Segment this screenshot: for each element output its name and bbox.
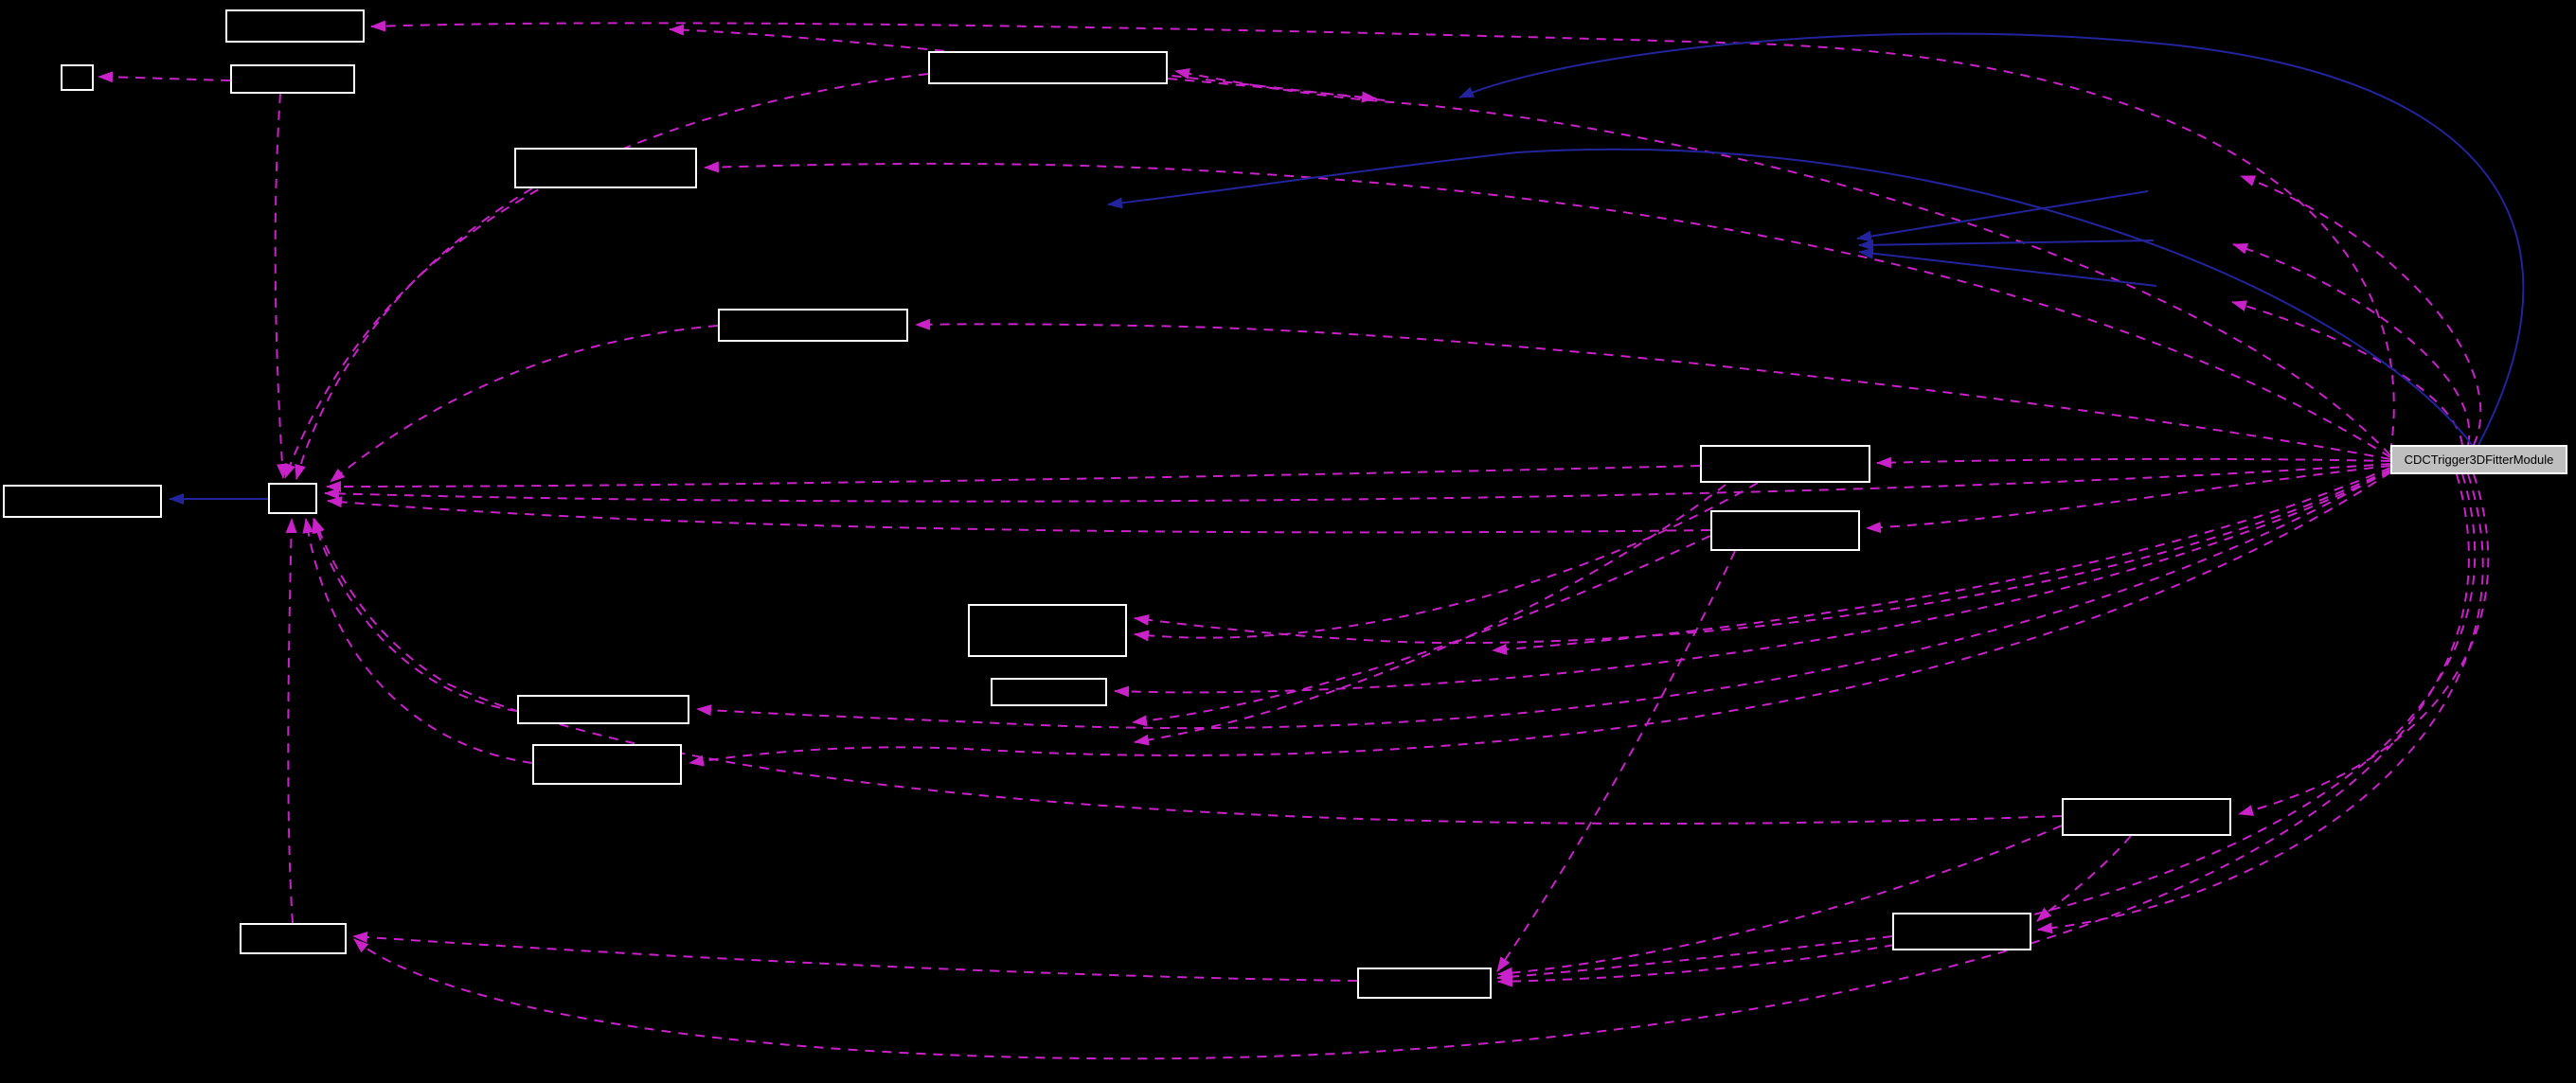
current-module-node[interactable]: CDCTrigger3DFitterModule xyxy=(2390,445,2567,474)
usage-edge xyxy=(2231,300,2463,446)
graph-node[interactable] xyxy=(928,51,1168,84)
usage-edge xyxy=(1497,825,2063,979)
usage-edge xyxy=(1496,935,1893,983)
usage-edge xyxy=(1132,535,1711,727)
usage-edge xyxy=(2232,242,2471,446)
graph-node[interactable] xyxy=(225,9,365,43)
usage-edge xyxy=(2240,175,2482,446)
usage-edge xyxy=(353,473,2470,1060)
graph-node[interactable] xyxy=(240,923,347,954)
graph-node[interactable] xyxy=(532,744,682,785)
usage-edge xyxy=(2036,835,2132,922)
graph-edges xyxy=(98,20,2525,1060)
graph-node[interactable] xyxy=(514,148,697,188)
graph-node[interactable] xyxy=(517,695,689,724)
inheritance-edge xyxy=(1856,190,2149,242)
inheritance-edge xyxy=(1858,247,2157,287)
graph-node[interactable] xyxy=(1892,913,2031,950)
usage-edge xyxy=(313,518,2063,826)
usage-edge xyxy=(326,465,1701,492)
usage-edge xyxy=(1134,484,1726,746)
usage-edge xyxy=(312,518,518,712)
graph-node[interactable] xyxy=(61,64,94,91)
usage-edge xyxy=(915,318,2391,460)
usage-edge xyxy=(324,463,2391,503)
usage-edge xyxy=(689,471,2391,767)
usage-edge xyxy=(1492,467,2391,655)
usage-edge xyxy=(1497,473,2476,987)
usage-edge xyxy=(1114,470,2391,698)
usage-edge xyxy=(274,93,288,479)
graph-node[interactable] xyxy=(1710,510,1860,551)
graph-node[interactable] xyxy=(230,64,355,94)
inheritance-edge xyxy=(1107,148,2474,447)
graph-node[interactable] xyxy=(1700,445,1870,483)
graph-node[interactable] xyxy=(991,678,1107,706)
usage-edge xyxy=(1134,482,1759,642)
usage-edge xyxy=(1496,550,1736,972)
usage-edge xyxy=(98,71,231,83)
usage-edge xyxy=(704,161,2391,458)
usage-edge xyxy=(2037,473,2484,934)
usage-edge xyxy=(1167,78,1377,103)
usage-edge xyxy=(330,325,719,483)
graph-node[interactable] xyxy=(1357,968,1492,999)
usage-edge xyxy=(669,24,1386,101)
usage-edge xyxy=(295,187,533,480)
usage-edge xyxy=(285,518,297,924)
usage-edge xyxy=(370,20,2395,453)
usage-edge xyxy=(1876,456,2391,469)
graph-node[interactable] xyxy=(968,604,1127,657)
usage-edge xyxy=(696,469,2391,730)
graph-node[interactable] xyxy=(268,483,317,514)
graph-node[interactable] xyxy=(718,309,908,342)
usage-edge xyxy=(302,518,533,764)
graph-node[interactable] xyxy=(2062,798,2231,836)
usage-edge xyxy=(284,73,929,479)
usage-edge xyxy=(327,496,1711,534)
usage-edge xyxy=(1174,67,2391,456)
graph-node[interactable] xyxy=(3,485,162,518)
inheritance-edge xyxy=(1458,32,2525,446)
usage-edge xyxy=(1134,469,2391,645)
inheritance-edge xyxy=(1858,239,2155,251)
usage-edge xyxy=(352,932,1358,982)
usage-edge xyxy=(1866,465,2391,534)
